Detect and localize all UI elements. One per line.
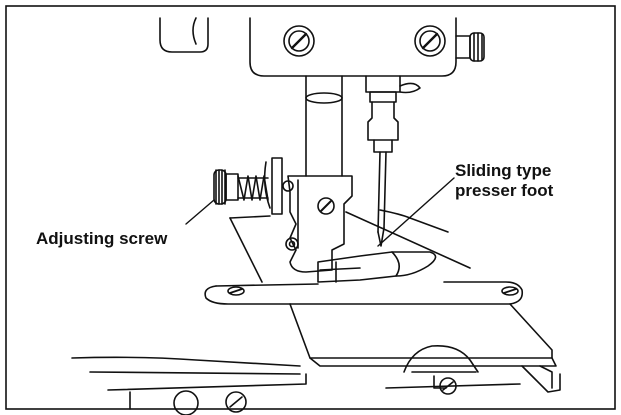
machine-head xyxy=(159,17,485,77)
border xyxy=(5,5,616,410)
machine-base xyxy=(71,344,561,415)
label-presser-foot-line1: Sliding type xyxy=(455,161,551,180)
presser-foot-body xyxy=(285,175,353,273)
label-presser-foot-line2: presser foot xyxy=(455,181,554,200)
head-screw-right xyxy=(414,25,446,57)
throat-plate xyxy=(204,281,524,305)
label-adjusting-screw: Adjusting screw xyxy=(36,229,168,248)
presser-bar xyxy=(305,75,343,177)
sliding-foot xyxy=(317,251,437,283)
needle-assembly xyxy=(365,75,421,247)
leader-lines xyxy=(185,177,455,247)
head-screw-left xyxy=(283,25,315,57)
adjusting-screw xyxy=(213,157,294,215)
bed-plate xyxy=(229,209,557,367)
